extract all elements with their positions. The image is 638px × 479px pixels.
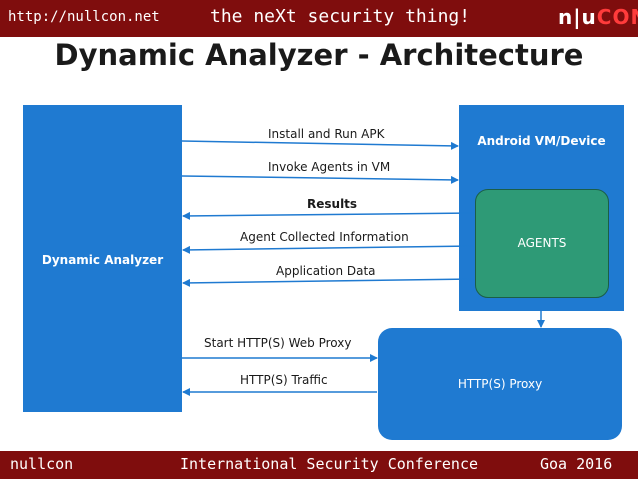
traffic-label: HTTP(S) Traffic	[240, 373, 328, 387]
agent-info-arrow	[182, 245, 475, 254]
invoke-label: Invoke Agents in VM	[268, 160, 391, 174]
footer-bar: nullcon International Security Conferenc…	[0, 451, 638, 479]
dynamic-analyzer-label: Dynamic Analyzer	[41, 253, 164, 267]
proxy-label: HTTP(S) Proxy	[457, 377, 543, 391]
agent-info-label: Agent Collected Information	[240, 230, 409, 244]
install-arrow	[181, 140, 459, 150]
results-arrow	[182, 211, 475, 220]
start-proxy-label: Start HTTP(S) Web Proxy	[204, 336, 352, 350]
header-url[interactable]: http://nullcon.net	[8, 9, 160, 25]
app-data-arrow	[182, 278, 475, 287]
android-device-label: Android VM/Device	[477, 134, 606, 148]
install-label: Install and Run APK	[268, 127, 385, 141]
dynamic-analyzer-box: Dynamic Analyzer	[23, 105, 182, 412]
invoke-arrow	[181, 175, 459, 184]
logo-part2: CON	[596, 5, 638, 29]
logo-part1: n|u	[558, 5, 597, 29]
header-tagline: the neXt security thing!	[210, 6, 471, 27]
agents-box: AGENTS	[475, 189, 609, 298]
footer-center: International Security Conference	[180, 455, 479, 473]
nullcon-logo: n|uCON	[558, 5, 638, 29]
results-label: Results	[307, 197, 358, 211]
header-bar: http://nullcon.net the neXt security thi…	[0, 0, 638, 37]
footer-left: nullcon	[10, 455, 74, 473]
agents-label: AGENTS	[517, 236, 567, 250]
app-data-label: Application Data	[276, 264, 376, 278]
proxy-box: HTTP(S) Proxy	[378, 328, 622, 440]
footer-right: Goa 2016	[540, 455, 613, 473]
page-title: Dynamic Analyzer - Architecture	[54, 38, 584, 72]
